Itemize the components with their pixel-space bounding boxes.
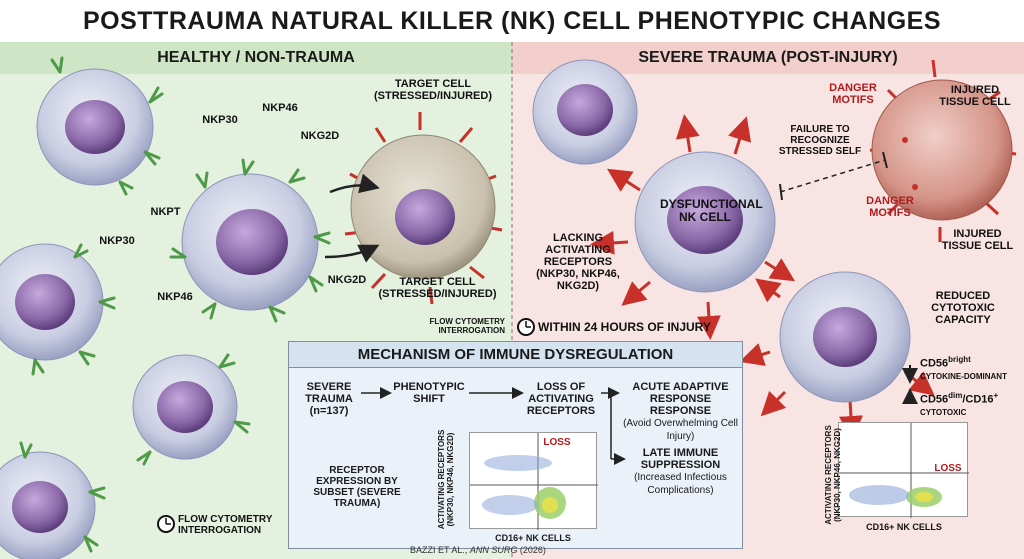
flow-plot-mech-xlabel: CD16+ NK CELLS: [495, 533, 571, 543]
injured-tissue-cell: [869, 59, 1017, 242]
mech-step-acute-title: ACUTE ADAPTIVE RESPONSE RESPONSE: [632, 381, 729, 417]
label-lacking: LACKING ACTIVATING RECEPTORS (NKP30, NKP…: [536, 232, 620, 292]
label-target-top: TARGET CELL (STRESSED/INJURED): [374, 78, 492, 102]
diagram-canvas: [0, 42, 1024, 559]
mech-step-loss: LOSS OF ACTIVATING RECEPTORS: [526, 381, 596, 417]
failure-inhibit-bar-left: [779, 183, 783, 201]
flow-plot-right-xlabel: CD16+ NK CELLS: [866, 522, 942, 532]
healthy-header-bar: [0, 42, 512, 74]
mech-step-late-title: LATE IMMUNE SUPPRESSION: [640, 447, 721, 471]
mech-step-phenotypic-shift: PHENOTYPIC SHIFT: [393, 381, 465, 405]
cd56dim-sup: dim: [948, 391, 963, 400]
nk-cell-trauma-top: [532, 59, 638, 165]
mech-step-acute: ACUTE ADAPTIVE RESPONSE RESPONSE (Avoid …: [623, 381, 738, 443]
mech-receptor-label: RECEPTOR EXPRESSION BY SUBSET (SEVERE TR…: [313, 465, 401, 509]
label-injured-top: INJURED TISSUE CELL: [939, 84, 1011, 108]
mech-step-acute-sub: (Avoid Overwhelming Cell Injury): [623, 418, 738, 442]
label-target-bottom: TARGET CELL (STRESSED/INJURED): [378, 276, 497, 300]
label-flow-mid: FLOW CYTOMETRY INTERROGATION: [429, 317, 505, 335]
flow-plot-right-svg: [839, 423, 969, 518]
cd56bright-text: CD56: [920, 357, 949, 370]
arrow-to-target-top: [329, 173, 380, 194]
flow-plot-mech: LOSS: [469, 432, 598, 530]
failure-dashed-line: [779, 159, 886, 193]
label-danger-top: DANGER MOTIFS: [829, 82, 877, 106]
failure-inhibit-bar-right: [882, 151, 888, 169]
page-title: POSTTRAUMA NATURAL KILLER (NK) CELL PHEN…: [0, 0, 1024, 42]
cd56dim-rest: /CD16: [962, 393, 994, 406]
flow-plot-right-ylabel: ACTIVATING RECEPTORS (NKP30, NKP46, NKG2…: [824, 425, 842, 525]
trauma-header: SEVERE TRAUMA (POST-INJURY): [638, 49, 898, 66]
label-reduced: REDUCED CYTOTOXIC CAPACITY: [931, 290, 995, 326]
mechanism-title: MECHANISM OF IMMUNE DYSREGULATION: [289, 342, 742, 368]
flow-plot-right-loss: LOSS: [934, 463, 962, 474]
cd56bright-sub: CYTOKINE-DOMINANT: [920, 371, 1007, 381]
citation-year: (2026): [517, 545, 546, 555]
healthy-header: HEALTHY / NON-TRAUMA: [157, 49, 355, 66]
diagram-stage: HEALTHY / NON-TRAUMA SEVERE TRAUMA (POST…: [0, 42, 1024, 559]
cd56dim-text: CD56: [920, 393, 949, 406]
mech-step-late-sub: (Increased Infectious Complications): [634, 472, 727, 496]
label-failure: FAILURE TO RECOGNIZE STRESSED SELF: [778, 124, 862, 157]
flow-plot-mech-svg: [470, 433, 598, 530]
label-dysfunctional: DYSFUNCTIONAL NK CELL: [660, 197, 763, 224]
mech-step-severe-trauma: SEVERE TRAUMA (n=137): [305, 381, 353, 417]
target-cell: [344, 112, 503, 305]
nk-cell-healthy-center: [181, 173, 319, 311]
mechanism-arrows: [361, 387, 626, 465]
label-nkg2d-top: NKG2D: [300, 130, 340, 142]
nk-cell-reduced: [739, 271, 935, 440]
label-nkg2d-bottom: NKG2D: [327, 274, 367, 286]
nk-cell-dysfunctional: [590, 114, 796, 340]
mech-step-late: LATE IMMUNE SUPPRESSION (Increased Infec…: [623, 447, 738, 497]
nk-cell-healthy-1: [36, 68, 154, 186]
label-within24: WITHIN 24 HOURS OF INJURY: [538, 320, 711, 334]
mechanism-box: MECHANISM OF IMMUNE DYSREGULATION SEVERE…: [288, 341, 743, 549]
clock-icon-bottom: [157, 515, 175, 533]
label-nkp46-bottom: NKP46: [157, 291, 193, 303]
nk-cell-healthy-bottom: [132, 354, 238, 460]
label-cd56bright: CD56bright CYTOKINE-DOMINANT: [920, 354, 1020, 383]
label-cd56dim: CD56dim/CD16+ CYTOTOXIC: [920, 390, 1020, 419]
label-nkp30-top: NKP30: [202, 114, 238, 126]
flow-plot-mech-loss: LOSS: [543, 437, 571, 448]
arrow-to-target-bottom: [324, 244, 380, 263]
cd56dim-sub: CYTOTOXIC: [920, 407, 967, 417]
label-injured-bottom: INJURED TISSUE CELL: [941, 228, 1014, 252]
nk-cell-healthy-left: [0, 243, 104, 361]
label-flow-bottom: FLOW CYTOMETRY INTERROGATION: [178, 514, 273, 536]
label-nkp30-left: NKP30: [99, 235, 135, 247]
flow-plot-mech-ylabel: ACTIVATING RECEPTORS (NKP30, NKP46, NKG2…: [437, 429, 455, 530]
activating-receptors: [19, 56, 331, 553]
label-nkpt: NKPT: [150, 206, 181, 218]
clock-icon: [517, 318, 535, 336]
cd56bright-sup: bright: [948, 355, 971, 364]
flow-plot-right: LOSS: [838, 422, 969, 518]
label-danger-bottom: DANGER MOTIFS: [866, 195, 914, 219]
citation-authors: BAZZI ET AL.,: [410, 545, 470, 555]
nk-cell-healthy-bottom-left: [0, 451, 96, 559]
citation: BAZZI ET AL., ANN SURG (2026): [410, 545, 546, 555]
citation-journal: ANN SURG: [469, 545, 518, 555]
label-nkp46-top: NKP46: [262, 102, 298, 114]
cd56dim-plus: +: [993, 391, 999, 400]
